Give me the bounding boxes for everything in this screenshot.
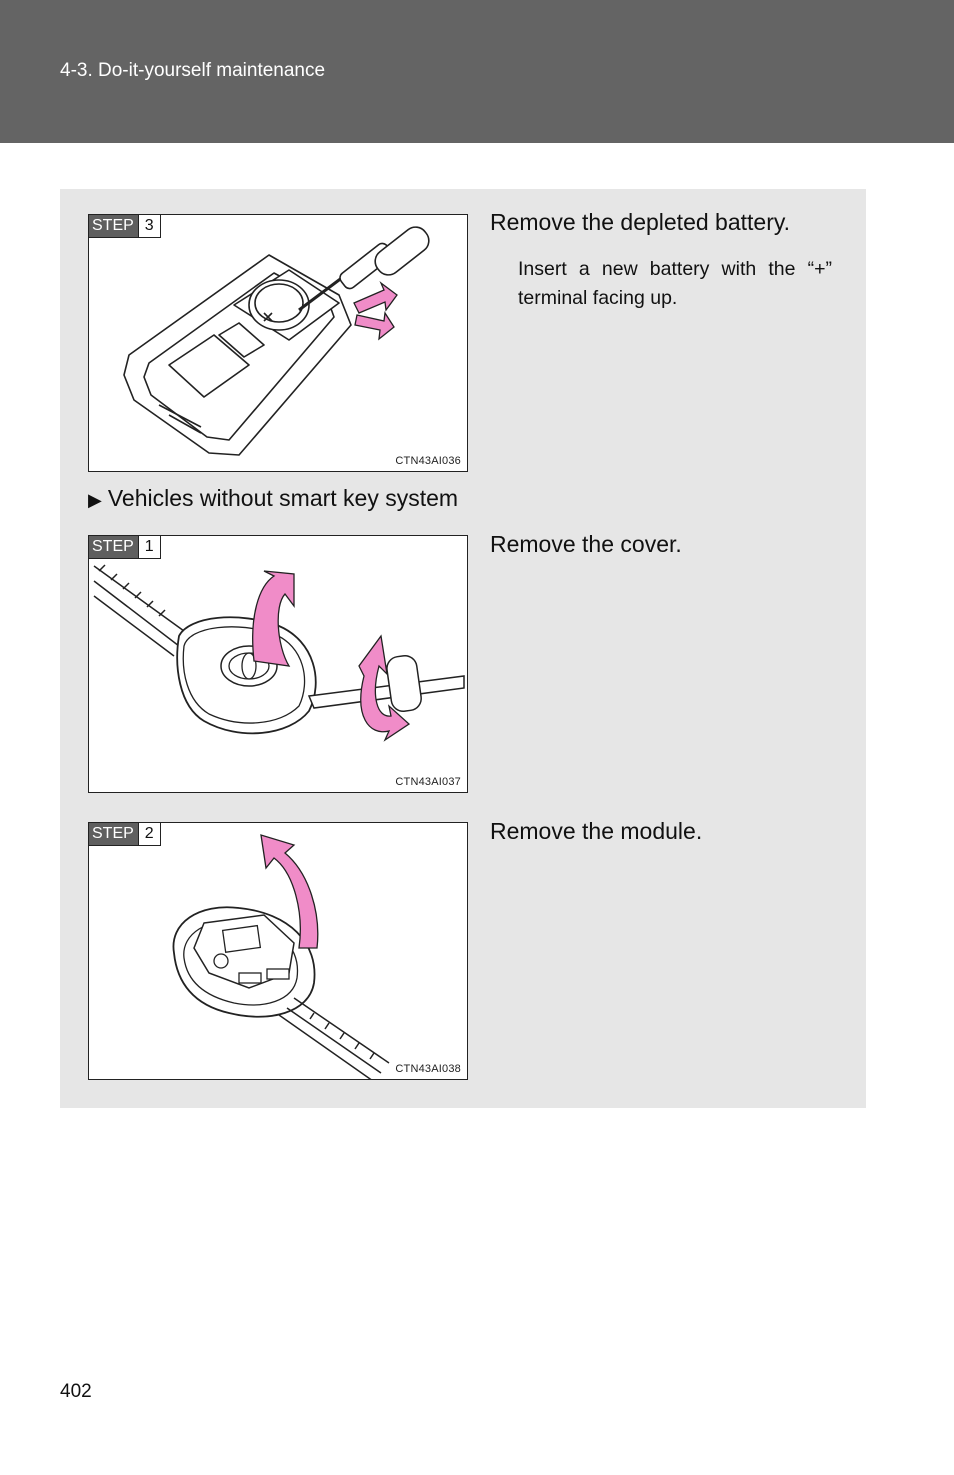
- key-battery-illustration: [123, 226, 430, 456]
- step-2-badge: STEP 2: [89, 823, 161, 846]
- subheading-text: Vehicles without smart key system: [107, 485, 459, 511]
- page-number: 402: [60, 1381, 92, 1402]
- subheading: ▶Vehicles without smart key system: [88, 485, 458, 512]
- battery-removal-figure: STEP 3 CTN43AI036: [88, 214, 468, 472]
- cover-removal-figure: STEP 1 CTN43AI037: [88, 535, 468, 793]
- step-word: STEP: [89, 823, 138, 845]
- figure-code: CTN43AI037: [395, 776, 461, 788]
- step-1-instruction: Remove the cover.: [490, 531, 682, 557]
- battery-note: Insert a new battery with the “+” termin…: [518, 258, 832, 309]
- figure-code: CTN43AI036: [395, 455, 461, 467]
- step-number: 2: [137, 823, 160, 845]
- key-cover-illustration: [93, 564, 465, 742]
- figure-code: CTN43AI038: [395, 1063, 461, 1075]
- step-word: STEP: [89, 536, 138, 558]
- step-3-badge: STEP 3: [89, 215, 161, 238]
- module-removal-figure: STEP 2 CTN43AI038: [88, 822, 468, 1080]
- step-number: 3: [137, 215, 160, 237]
- step-2-instruction: Remove the module.: [490, 818, 703, 844]
- key-module-illustration: [172, 834, 390, 1079]
- instruction-panel: STEP 3 CTN43AI036 Remove the depleted ba…: [60, 189, 866, 1108]
- step-1-badge: STEP 1: [89, 536, 161, 559]
- section-title: 4-3. Do-it-yourself maintenance: [60, 60, 326, 81]
- step-number: 1: [137, 536, 160, 558]
- triangle-bullet-icon: ▶: [88, 490, 102, 510]
- step-3-instruction: Remove the depleted battery.: [490, 209, 791, 235]
- page-header: 4-3. Do-it-yourself maintenance: [0, 0, 954, 143]
- step-word: STEP: [89, 215, 138, 237]
